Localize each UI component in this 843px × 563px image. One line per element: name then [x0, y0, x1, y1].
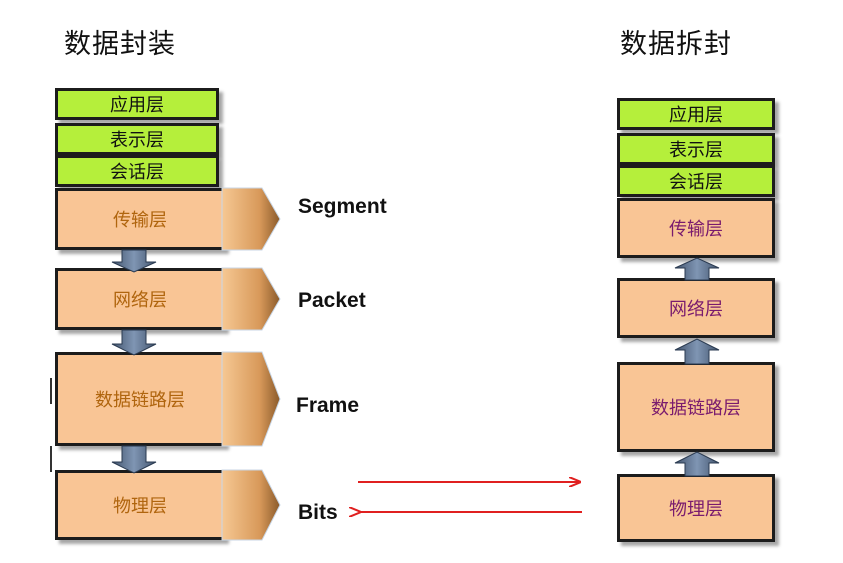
segment-tab: [221, 187, 281, 251]
right-layer-network-label: 网络层: [669, 299, 723, 320]
up-arrow-physical-datalink: [674, 451, 720, 477]
left-layer-physical: 物理层: [55, 470, 225, 540]
pdu-packet-label: Packet: [298, 289, 366, 312]
down-arrow-datalink-physical: [111, 445, 157, 474]
right-layer-transport-label: 传输层: [669, 219, 723, 240]
left-layer-datalink: 数据链路层: [55, 352, 225, 446]
left-layer-session: 会话层: [55, 155, 219, 187]
pdu-segment-label: Segment: [298, 195, 387, 218]
right-layer-presentation: 表示层: [617, 133, 775, 165]
down-arrow-transport-network: [111, 249, 157, 273]
packet-tab: [221, 267, 281, 331]
left-layer-presentation: 表示层: [55, 123, 219, 155]
left-layer-transport: 传输层: [55, 188, 225, 250]
right-layer-application: 应用层: [617, 98, 775, 130]
up-arrow-datalink-network: [674, 338, 720, 365]
right-layer-datalink: 数据链路层: [617, 362, 775, 452]
pdu-bits-label: Bits: [298, 501, 338, 524]
bits-tab: [221, 469, 281, 541]
decapsulation-title: 数据拆封: [620, 29, 732, 60]
left-layer-application: 应用层: [55, 88, 219, 120]
left-layer-application-label: 应用层: [110, 95, 164, 116]
left-layer-physical-label: 物理层: [113, 496, 167, 517]
right-layer-physical: 物理层: [617, 474, 775, 542]
right-layer-presentation-label: 表示层: [669, 140, 723, 161]
right-layer-transport: 传输层: [617, 198, 775, 258]
frame-tab: [221, 351, 281, 447]
pdu-frame-label: Frame: [296, 394, 360, 417]
left-layer-network-label: 网络层: [113, 290, 167, 311]
edge-mark-top: [50, 378, 52, 404]
left-layer-datalink-label: 数据链路层: [95, 390, 185, 411]
right-layer-session: 会话层: [617, 165, 775, 197]
encapsulation-title: 数据封装: [64, 29, 176, 60]
left-layer-transport-label: 传输层: [113, 210, 167, 231]
down-arrow-network-datalink: [111, 329, 157, 356]
right-layer-physical-label: 物理层: [669, 499, 723, 520]
right-layer-session-label: 会话层: [669, 172, 723, 193]
right-layer-datalink-label: 数据链路层: [651, 398, 741, 419]
right-layer-network: 网络层: [617, 278, 775, 338]
right-layer-application-label: 应用层: [669, 105, 723, 126]
edge-mark-bottom: [50, 446, 52, 472]
left-layer-session-label: 会话层: [110, 162, 164, 183]
up-arrow-network-transport: [674, 257, 720, 281]
left-layer-presentation-label: 表示层: [110, 130, 164, 151]
